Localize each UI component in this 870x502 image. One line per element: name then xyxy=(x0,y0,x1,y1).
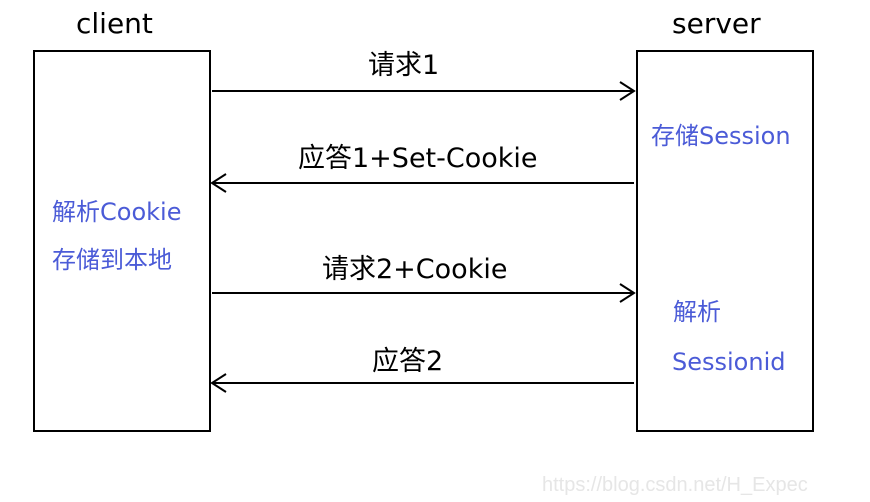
message-label-response-2: 应答2 xyxy=(372,346,444,377)
client-note-parse-cookie: 解析Cookie xyxy=(52,198,182,226)
server-note-parse: 解析 xyxy=(673,298,721,326)
watermark: https://blog.csdn.net/H_Expec xyxy=(542,474,808,496)
arrowhead-response-1 xyxy=(210,173,227,193)
arrowhead-response-2 xyxy=(210,373,227,393)
client-note-store-local: 存储到本地 xyxy=(52,246,172,274)
server-note-store-session: 存储Session xyxy=(651,122,791,150)
server-title: server xyxy=(672,7,761,40)
message-label-request-1: 请求1 xyxy=(368,50,440,81)
client-title: client xyxy=(76,7,153,40)
server-box xyxy=(636,50,814,432)
arrowhead-request-1 xyxy=(619,81,636,101)
arrowhead-request-2 xyxy=(619,283,636,303)
server-note-sessionid: Sessionid xyxy=(672,348,786,376)
message-label-request-2: 请求2+Cookie xyxy=(322,254,508,285)
message-label-response-1: 应答1+Set-Cookie xyxy=(298,143,538,174)
client-box xyxy=(33,50,211,432)
